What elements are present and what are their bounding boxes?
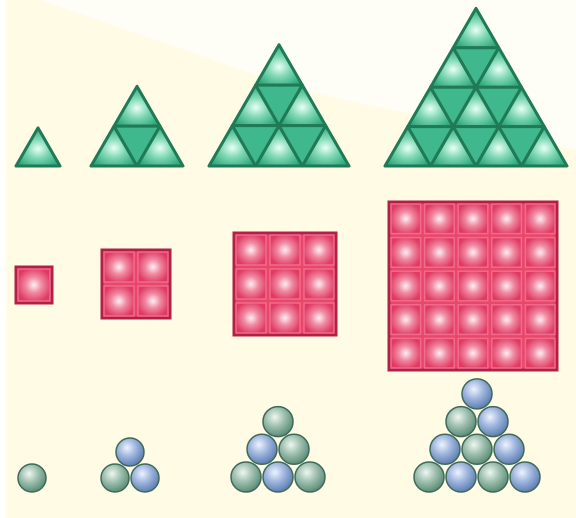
ball (295, 462, 325, 492)
square-tile (425, 271, 455, 301)
ball (414, 462, 444, 492)
square-figure-4 (389, 202, 557, 370)
ball (446, 462, 476, 492)
square-tile (270, 303, 300, 333)
square-tile (391, 305, 421, 335)
square-tile (304, 235, 334, 265)
square-tile (425, 338, 455, 368)
ball-stack-1 (18, 464, 46, 492)
square-tile (236, 303, 266, 333)
square-tile (425, 204, 455, 234)
square-tile (458, 271, 488, 301)
square-tile (492, 305, 522, 335)
ball (247, 434, 277, 464)
ball (494, 434, 524, 464)
ball (116, 438, 144, 466)
square-tile (492, 238, 522, 268)
square-tile (138, 286, 168, 316)
ball (279, 434, 309, 464)
square-tile (236, 235, 266, 265)
ball (131, 464, 159, 492)
square-tile (458, 338, 488, 368)
square-tile (270, 269, 300, 299)
ball (263, 462, 293, 492)
square-tile (270, 235, 300, 265)
square-tile (304, 303, 334, 333)
square-figure-2 (102, 250, 170, 318)
ball (101, 464, 129, 492)
square-tile (425, 238, 455, 268)
ball (430, 434, 460, 464)
square-figure-3 (234, 233, 336, 335)
square-tile (525, 338, 555, 368)
square-tile (138, 252, 168, 282)
square-tile (391, 238, 421, 268)
square-tile (236, 269, 266, 299)
square-tile (525, 204, 555, 234)
square-tile (525, 238, 555, 268)
square-tile (391, 338, 421, 368)
square-tile (525, 271, 555, 301)
ball (462, 379, 492, 409)
square-tile (458, 305, 488, 335)
ball (478, 407, 508, 437)
ball (446, 407, 476, 437)
ball (478, 462, 508, 492)
square-tile (458, 238, 488, 268)
square-tile (525, 305, 555, 335)
square-tile (425, 305, 455, 335)
square-tile (391, 271, 421, 301)
ball (231, 462, 261, 492)
ball (462, 434, 492, 464)
ball (510, 462, 540, 492)
square-tile (492, 204, 522, 234)
square-tile (492, 271, 522, 301)
square-tile (18, 269, 50, 301)
square-tile (391, 204, 421, 234)
square-tile (492, 338, 522, 368)
ball (18, 464, 46, 492)
ball (263, 407, 293, 437)
square-tile (104, 286, 134, 316)
square-tile (304, 269, 334, 299)
square-figure-1 (16, 267, 52, 303)
square-tile (104, 252, 134, 282)
square-tile (458, 204, 488, 234)
